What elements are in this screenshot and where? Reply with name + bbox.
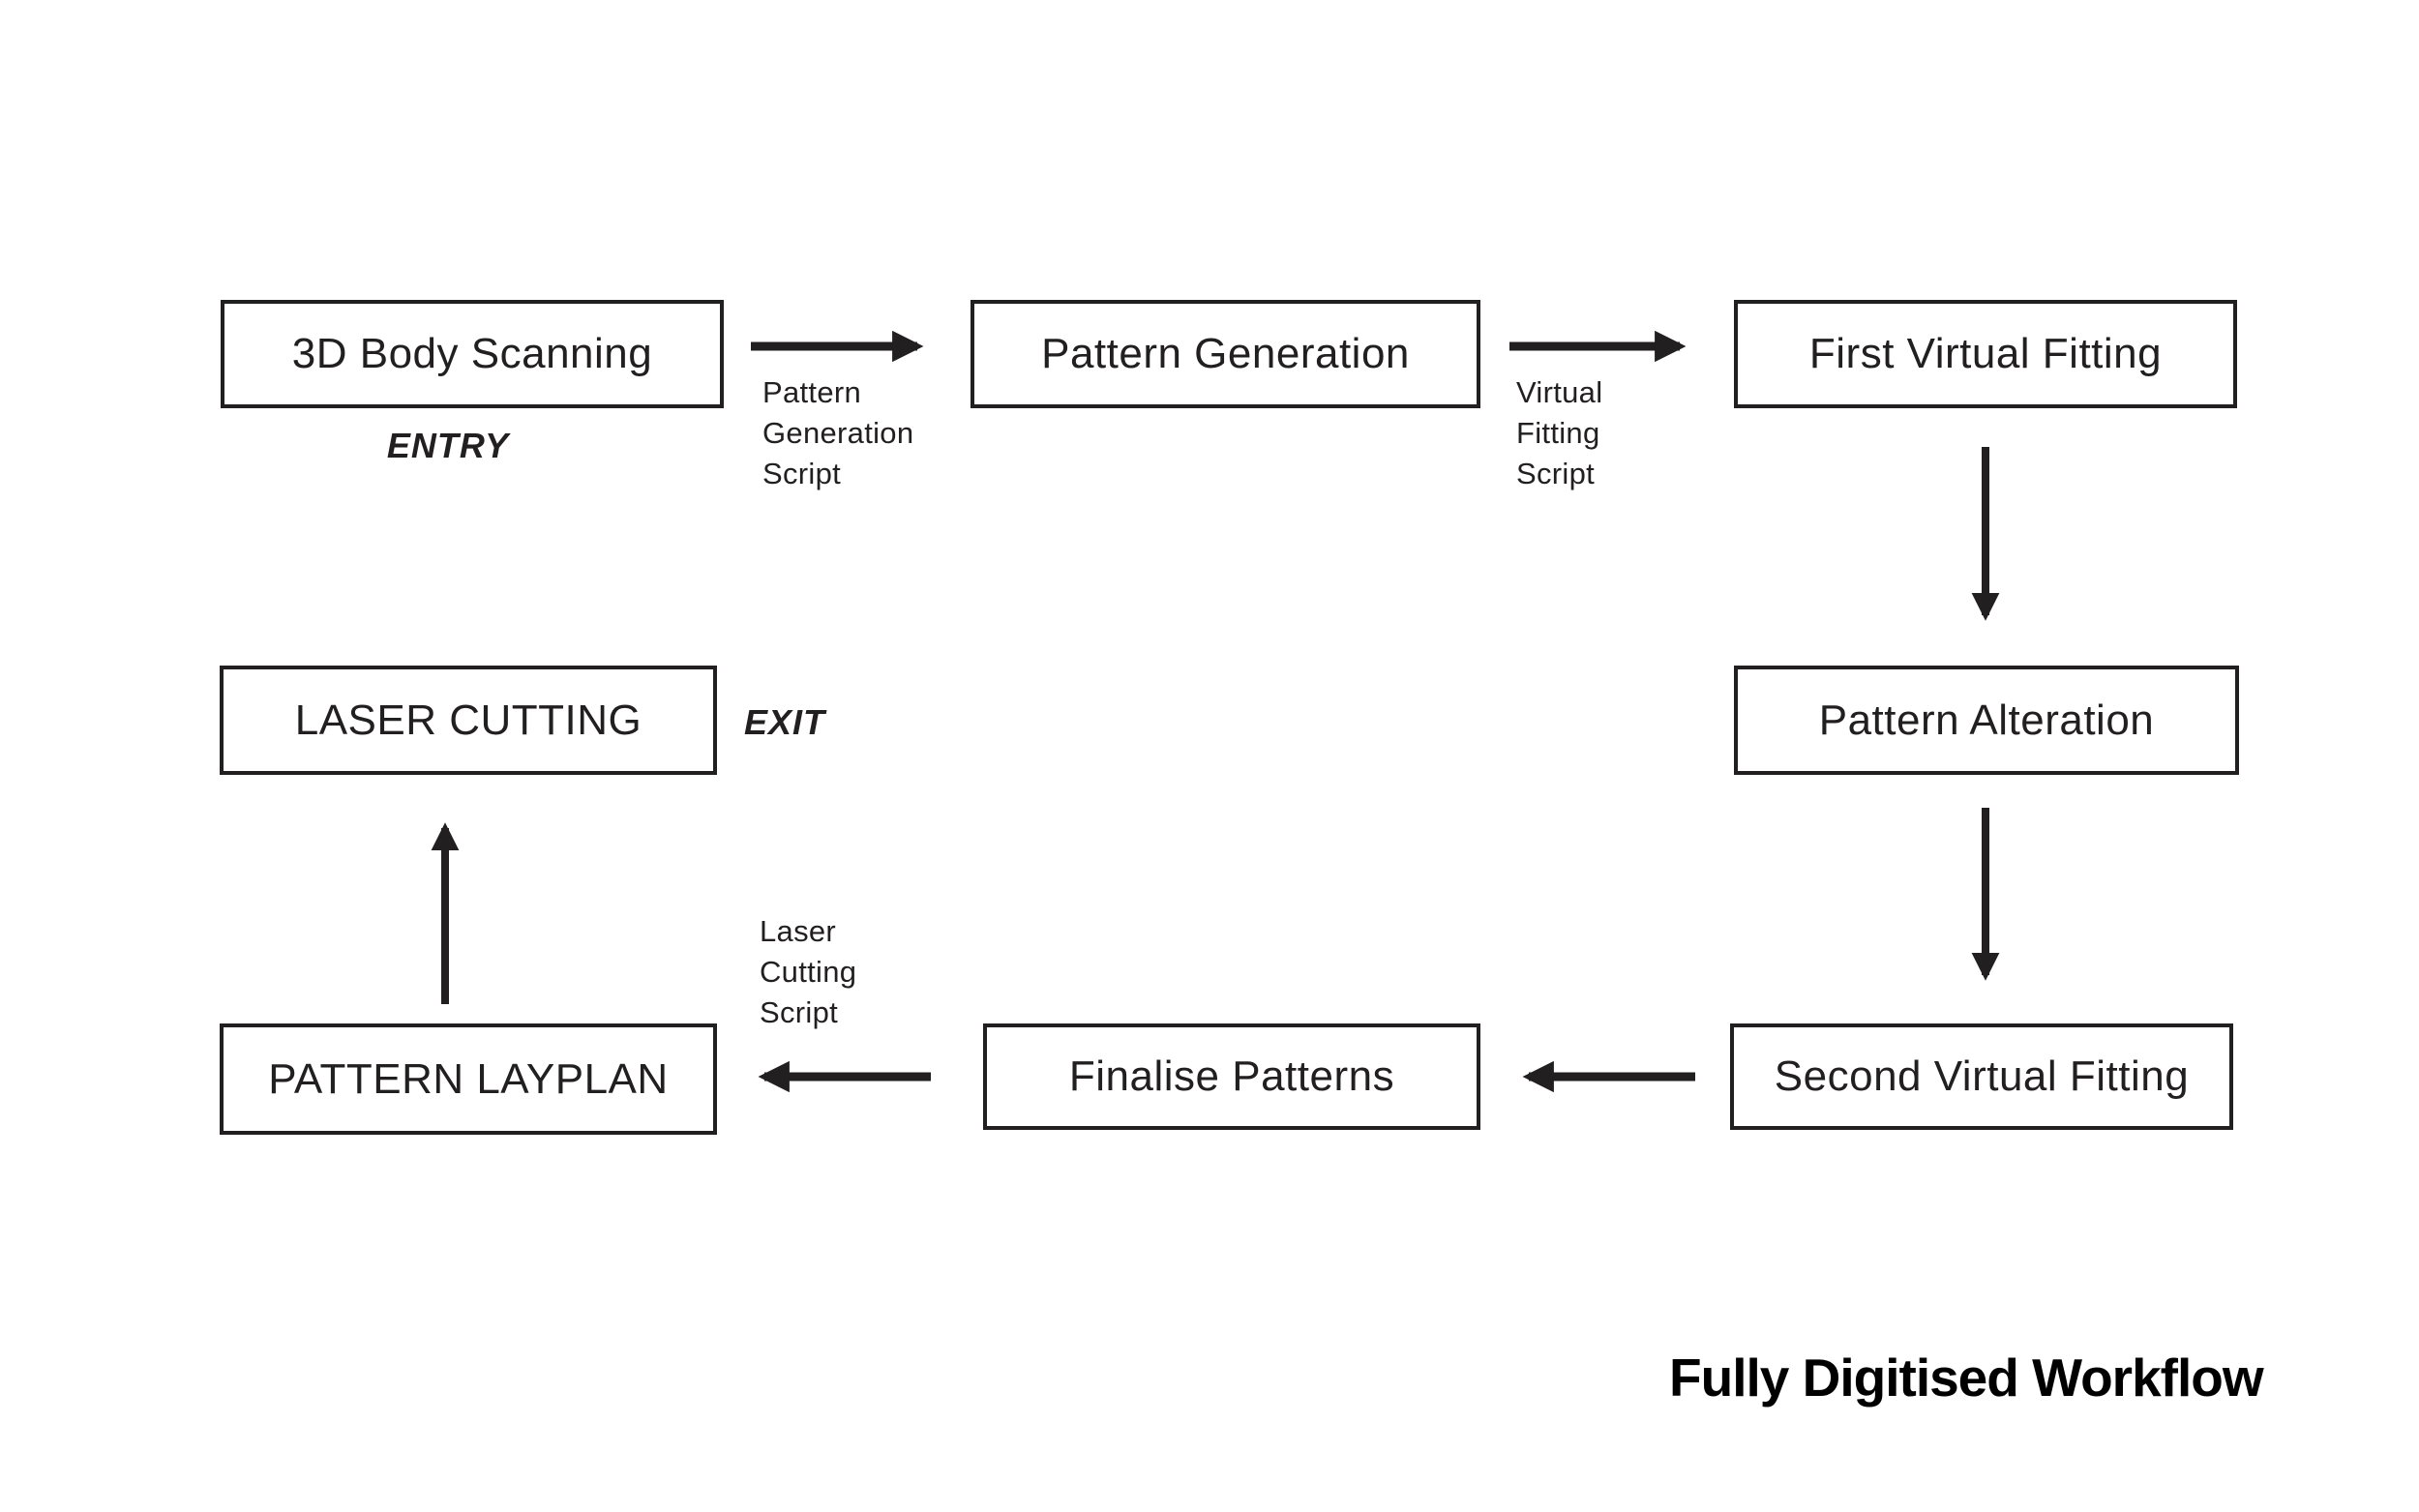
node-finalise-patterns: Finalise Patterns: [983, 1023, 1480, 1130]
node-label: 3D Body Scanning: [291, 330, 653, 377]
node-pattern-layplan: PATTERN LAYPLAN: [220, 1023, 717, 1135]
node-first-virtual-fitting: First Virtual Fitting: [1734, 300, 2237, 408]
node-3d-body-scanning: 3D Body Scanning: [221, 300, 724, 408]
node-label: Pattern Generation: [1041, 330, 1410, 377]
edge-label-virtual-fitting-script: Virtual Fitting Script: [1516, 375, 1603, 490]
node-pattern-alteration: Pattern Alteration: [1734, 666, 2239, 775]
node-label: LASER CUTTING: [294, 696, 642, 744]
node-laser-cutting: LASER CUTTING: [220, 666, 717, 775]
diagram-title: Fully Digitised Workflow: [1669, 1348, 2264, 1408]
edge-label-pattern-generation-script: Pattern Generation Script: [762, 375, 914, 490]
node-label: First Virtual Fitting: [1808, 330, 2163, 377]
node-label: PATTERN LAYPLAN: [268, 1054, 669, 1103]
node-pattern-generation: Pattern Generation: [971, 300, 1480, 408]
entry-marker: ENTRY: [386, 426, 510, 465]
node-label: Finalise Patterns: [1068, 1052, 1395, 1100]
node-second-virtual-fitting: Second Virtual Fitting: [1730, 1023, 2233, 1130]
node-label: Pattern Alteration: [1818, 696, 2155, 744]
edge-label-laser-cutting-script: Laser Cutting Script: [760, 914, 857, 1029]
exit-marker: EXIT: [744, 702, 826, 742]
node-label: Second Virtual Fitting: [1774, 1052, 2190, 1100]
